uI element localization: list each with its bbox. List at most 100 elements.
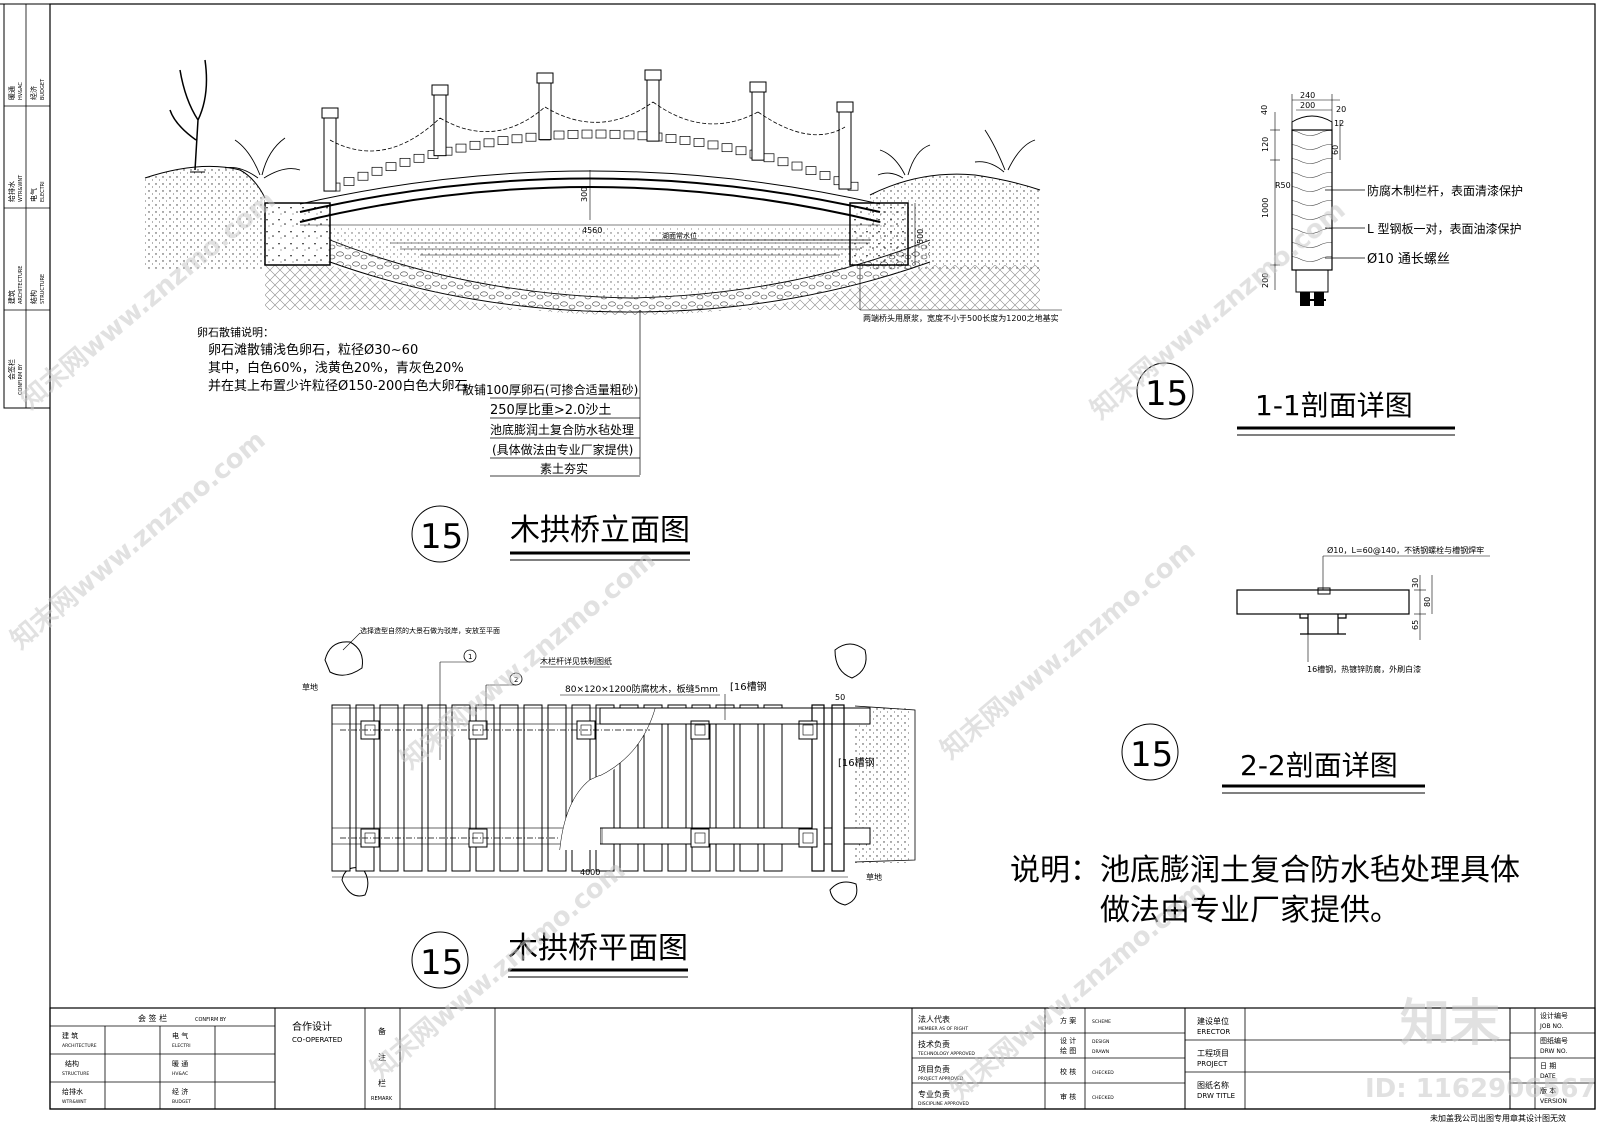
watermark-text: 知末网www.znzmo.com xyxy=(935,535,1201,765)
plan-marker: 2 xyxy=(514,676,518,684)
deck-plank xyxy=(357,171,369,181)
remark-line: 池底膨润土复合防水毡处理具体 xyxy=(1100,853,1520,888)
tb-role-en: SCHEME xyxy=(1092,1019,1111,1025)
layer-label: (具体做法由专业厂家提供) xyxy=(492,442,633,457)
plan-plank xyxy=(451,704,471,872)
tb-footer: 未加盖我公司出图专用章其设计图无效 xyxy=(1430,1113,1566,1123)
plan-rail-note: 木栏杆详见铁制图纸 xyxy=(540,656,612,666)
plan-plank xyxy=(667,704,687,872)
railing-post-cap xyxy=(321,107,339,119)
railing-post-cap xyxy=(836,101,854,113)
tb-role: 审 核 xyxy=(1060,1092,1076,1101)
tb-cell: 电 气 xyxy=(172,1031,188,1040)
tb-project-en: PROJECT xyxy=(1197,1060,1228,1068)
strip-label: STRUCTURE xyxy=(40,274,46,304)
strip-label: ELECTRI xyxy=(40,181,46,202)
watermark-logo: 知末 xyxy=(1400,994,1500,1052)
tb-role-en: DISCIPLINE APPROVED xyxy=(918,1101,969,1107)
tb-remark: 栏 xyxy=(378,1078,386,1088)
tb-role-en: CHECKED xyxy=(1092,1070,1114,1076)
title-block-text: 会 签 栏 CONFIRM BY 建 筑 ARCHITECTURE 电 气 EL… xyxy=(62,1011,1568,1123)
deck-plank xyxy=(497,136,509,145)
watermark-text: 知末网www.znzmo.com xyxy=(5,425,271,655)
title-block xyxy=(49,1007,1596,1110)
strip-label: 给排水 xyxy=(7,181,16,202)
tb-cell: BUDGET xyxy=(172,1099,191,1105)
deck-plank xyxy=(553,130,565,140)
tb-remark-en: REMARK xyxy=(371,1096,393,1102)
remark-label: 说明： xyxy=(1010,853,1100,888)
deck-plank xyxy=(791,161,803,171)
deck-plank xyxy=(763,153,775,163)
dim-label: 1000 xyxy=(1261,198,1270,218)
plan-plank xyxy=(739,704,759,872)
tb-cell: ARCHITECTURE xyxy=(62,1043,97,1049)
tb-info: 版 本 xyxy=(1540,1086,1556,1095)
plan-post-inner xyxy=(694,832,706,844)
plan-dim-50: 50 xyxy=(835,693,845,702)
strip-label: 结构 xyxy=(29,290,38,304)
section-1-1: 240 200 40 20 12 120 1000 200 60 R50 防腐木… xyxy=(1136,91,1523,436)
plan-dim-length: 4000 xyxy=(580,868,600,877)
pebble-line: 并在其上布置少许粒径Ø150-200白色大卵石 xyxy=(208,378,468,394)
left-signature-strip: 暖通 HV&AC 经济 BUDGET 给排水 WTR&WNT 电气 ELECTR… xyxy=(3,3,51,409)
deck-plank xyxy=(595,129,607,139)
dim-label: 30 xyxy=(1411,578,1420,588)
tb-role: 专业负责 xyxy=(918,1089,950,1099)
tb-info: 图纸编号 xyxy=(1540,1036,1568,1045)
elevation-badge: 15 xyxy=(420,517,463,557)
strip-label: ARCHITECTURE xyxy=(18,266,24,304)
plan-plank xyxy=(403,704,423,872)
plan-channel-note2: [16槽钢 xyxy=(838,756,875,769)
deck-plank xyxy=(469,140,481,150)
tb-cell: 给排水 xyxy=(62,1087,83,1096)
watermark-layer: 知末网www.znzmo.com 知末网www.znzmo.com 知末网www… xyxy=(5,185,1596,1105)
plan-plank xyxy=(499,704,519,872)
strip-label: WTR&WNT xyxy=(18,174,24,202)
section11-title: 1-1剖面详图 xyxy=(1255,389,1413,422)
deck-plank xyxy=(707,140,719,150)
tb-cell: STRUCTURE xyxy=(62,1071,89,1077)
railing-post xyxy=(838,111,852,190)
remark-line: 做法由专业厂家提供。 xyxy=(1100,893,1400,928)
section-note: L 型钢板一对，表面油漆保护 xyxy=(1367,222,1522,236)
railing-post xyxy=(751,91,765,161)
strip-label: 暖通 xyxy=(7,86,16,100)
tb-project: 工程项目 xyxy=(1197,1049,1229,1058)
tb-role-en: PROJECT APPROVED xyxy=(918,1076,964,1082)
plan-plank xyxy=(523,704,543,872)
deck-plank xyxy=(623,130,635,140)
deck-plank xyxy=(511,134,523,144)
deck-plank xyxy=(721,143,733,153)
dim-rise: 300 xyxy=(580,187,589,202)
tb-role-en: MEMBER AS OF RIGHT xyxy=(918,1026,968,1032)
section22-title: 2-2剖面详图 xyxy=(1240,749,1398,782)
elevation-title: 木拱桥立面图 xyxy=(510,513,690,548)
dim-span: 4560 xyxy=(582,226,602,235)
tb-role-en: DESIGN xyxy=(1092,1039,1109,1045)
tb-info: 日 期 xyxy=(1540,1062,1556,1070)
plan-post xyxy=(798,720,818,740)
plan-grass-left: 草地 xyxy=(302,682,318,692)
general-remark: 说明： 池底膨润土复合防水毡处理具体 做法由专业厂家提供。 xyxy=(1010,853,1520,928)
deck-plank xyxy=(679,136,691,145)
radius-label: R50 xyxy=(1275,181,1291,190)
tb-role-en: DRAWN xyxy=(1092,1049,1109,1055)
dim-label: 120 xyxy=(1261,137,1270,152)
strip-label: 经济 xyxy=(29,86,38,100)
plan-post xyxy=(798,828,818,848)
plan-post-inner xyxy=(802,832,814,844)
tb-countersign: 会 签 栏 xyxy=(138,1013,167,1023)
tb-project-en: ERECTOR xyxy=(1197,1028,1230,1036)
railing-post-cap xyxy=(431,84,449,96)
abutment-note: 两端桥头用原浆，宽度不小于500长度为1200之地基实 xyxy=(863,313,1059,323)
tb-role: 技术负责 xyxy=(918,1039,950,1049)
deck-plank xyxy=(819,171,831,180)
layer-label: 250厚比重>2.0沙土 xyxy=(490,402,611,418)
deck-plank xyxy=(413,153,425,163)
deck-plank xyxy=(371,166,383,176)
railing-post-cap xyxy=(749,81,767,93)
section11-badge: 15 xyxy=(1145,374,1188,414)
dim-label: 40 xyxy=(1260,105,1269,115)
